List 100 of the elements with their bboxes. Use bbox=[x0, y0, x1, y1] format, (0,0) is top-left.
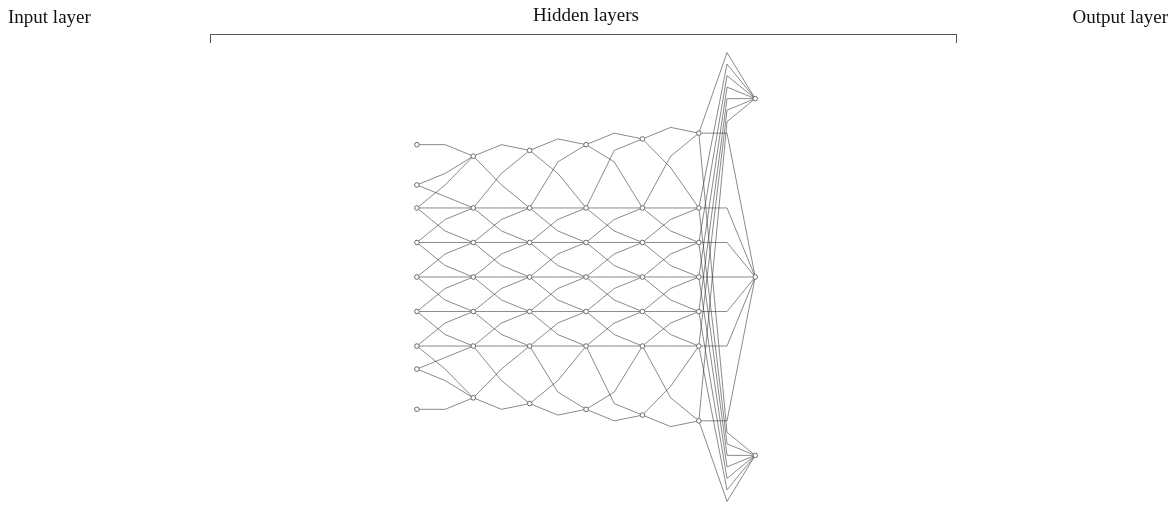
node-circle bbox=[470, 395, 476, 401]
node-circle bbox=[526, 343, 533, 349]
connector bbox=[418, 311, 472, 312]
connector bbox=[644, 415, 697, 427]
node-circle bbox=[639, 412, 646, 418]
connector bbox=[531, 311, 584, 312]
node-circle bbox=[752, 274, 758, 280]
connector bbox=[700, 278, 755, 347]
connector bbox=[475, 207, 528, 209]
node-circle bbox=[639, 343, 646, 349]
node-circle bbox=[414, 308, 420, 315]
connector bbox=[418, 207, 472, 209]
node-circle bbox=[583, 406, 589, 413]
connector bbox=[587, 132, 641, 145]
connector bbox=[418, 347, 472, 397]
node-circle bbox=[414, 141, 420, 148]
connector bbox=[531, 276, 584, 278]
node-circle bbox=[414, 274, 420, 280]
connector bbox=[475, 242, 528, 243]
connector bbox=[700, 278, 755, 422]
node-circle bbox=[583, 141, 589, 148]
node-circle bbox=[414, 406, 420, 413]
connector bbox=[588, 345, 641, 347]
node-circle bbox=[526, 205, 533, 211]
node-circle bbox=[696, 274, 702, 280]
connector bbox=[588, 242, 641, 243]
connector bbox=[531, 207, 584, 209]
connector bbox=[644, 127, 697, 139]
connector bbox=[698, 348, 754, 491]
node-circle bbox=[583, 205, 589, 211]
node-circle bbox=[696, 418, 702, 424]
node-circle bbox=[470, 274, 476, 280]
connector bbox=[644, 345, 697, 347]
layer-label: Hidden layers bbox=[532, 4, 640, 26]
connector bbox=[531, 345, 584, 347]
node-circle bbox=[639, 274, 646, 280]
connector bbox=[418, 369, 472, 397]
connector bbox=[475, 276, 528, 278]
node-circle bbox=[414, 366, 420, 372]
connector bbox=[475, 311, 528, 312]
connector bbox=[700, 207, 755, 276]
node-circle bbox=[583, 343, 589, 349]
connector bbox=[418, 157, 472, 207]
node-circle bbox=[414, 239, 420, 246]
connector bbox=[418, 185, 472, 208]
connector bbox=[698, 86, 754, 275]
connector bbox=[644, 311, 697, 312]
node-circle bbox=[752, 95, 758, 102]
node-circle bbox=[696, 343, 702, 349]
connector bbox=[418, 144, 472, 156]
connector bbox=[644, 276, 697, 278]
node-circle bbox=[696, 205, 702, 211]
connector bbox=[418, 242, 472, 243]
node-circle bbox=[414, 343, 420, 349]
connector bbox=[588, 311, 641, 312]
layer-label: Output layer bbox=[1072, 6, 1168, 28]
connector bbox=[698, 75, 754, 241]
node-circle bbox=[526, 274, 533, 280]
connector bbox=[475, 144, 528, 156]
node-circle bbox=[414, 182, 420, 188]
connector bbox=[475, 345, 528, 347]
connector bbox=[700, 132, 755, 276]
connector bbox=[698, 135, 754, 455]
node-circle bbox=[752, 452, 758, 459]
node-circle bbox=[470, 239, 476, 246]
node-circle bbox=[526, 147, 533, 154]
connector bbox=[700, 278, 754, 312]
node-circle bbox=[583, 274, 589, 280]
connector bbox=[587, 409, 641, 422]
connector bbox=[588, 276, 641, 278]
connector bbox=[531, 138, 585, 150]
node-circle bbox=[526, 400, 533, 407]
connector bbox=[644, 242, 697, 243]
node-circle bbox=[696, 239, 702, 246]
connector bbox=[700, 242, 754, 276]
connector bbox=[700, 276, 754, 278]
connector bbox=[699, 52, 755, 132]
connector bbox=[531, 404, 585, 416]
connector bbox=[698, 313, 754, 479]
connector bbox=[698, 99, 754, 419]
connector bbox=[588, 207, 641, 209]
node-circle bbox=[639, 308, 646, 315]
node-circle bbox=[696, 130, 702, 136]
connector bbox=[418, 345, 472, 347]
connector bbox=[698, 279, 754, 468]
connector bbox=[418, 346, 472, 369]
node-circle bbox=[470, 308, 476, 315]
connector bbox=[418, 276, 472, 278]
node-circle bbox=[696, 308, 702, 315]
node-circle bbox=[583, 308, 589, 315]
connector bbox=[644, 207, 697, 209]
connector bbox=[699, 422, 755, 502]
node-circle bbox=[414, 205, 420, 211]
node-circle bbox=[639, 239, 646, 246]
node-circle bbox=[583, 239, 589, 246]
connector bbox=[698, 63, 754, 206]
connector bbox=[531, 242, 584, 243]
layer-label: Input layer bbox=[8, 6, 91, 28]
node-circle bbox=[470, 343, 476, 349]
node-circle bbox=[526, 239, 533, 246]
